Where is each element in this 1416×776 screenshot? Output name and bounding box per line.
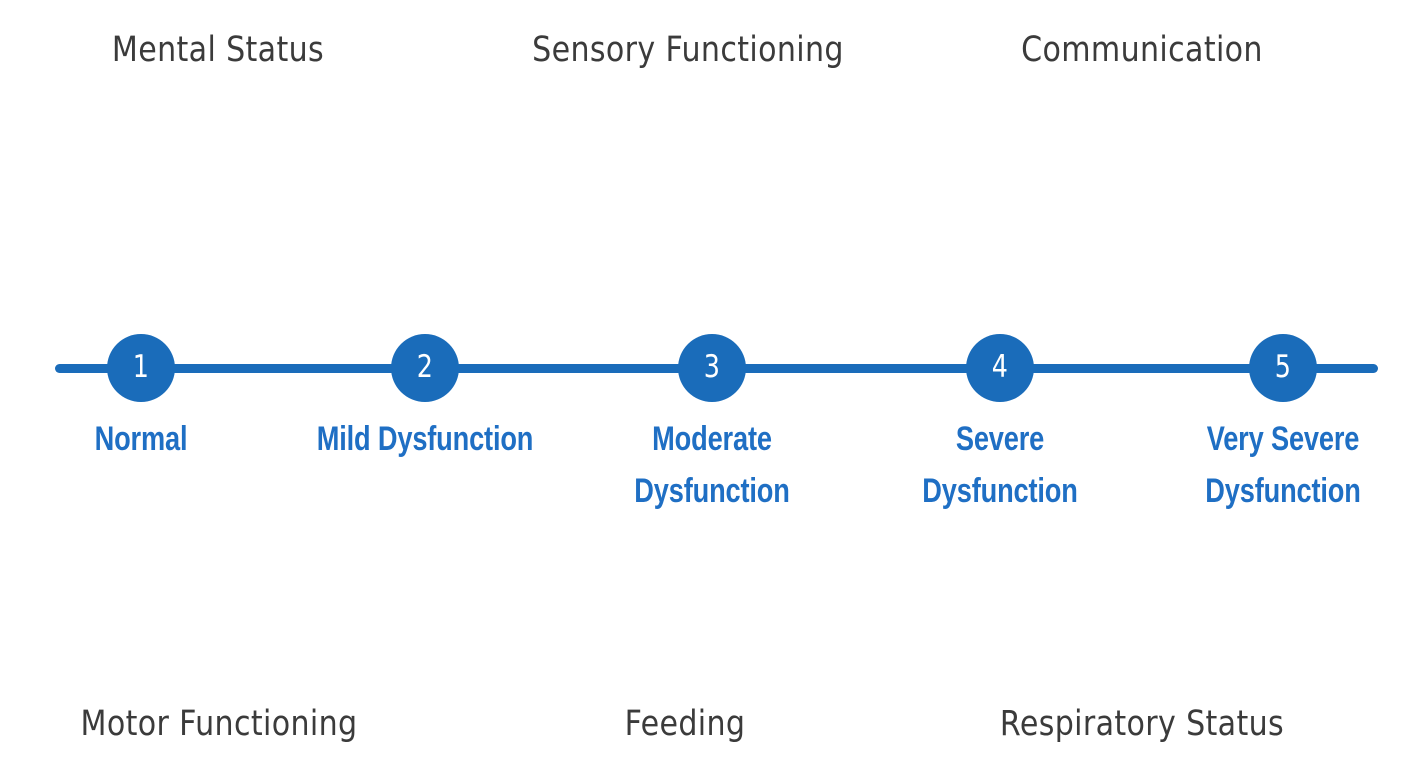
scale-node-1[interactable]: 1 <box>107 334 175 402</box>
scale-node-4-number: 4 <box>991 348 1009 385</box>
scale-node-4-label: Severe Dysfunction <box>922 420 1078 510</box>
scale-node-3-number: 3 <box>703 348 721 385</box>
scale-node-3[interactable]: 3 <box>678 334 746 402</box>
annotation-top-communication: Communication <box>1021 30 1263 70</box>
scale-node-1-number: 1 <box>132 348 150 385</box>
scale-node-5-number: 5 <box>1274 348 1292 385</box>
annotation-top-sensory-functioning: Sensory Functioning <box>532 30 844 70</box>
annotation-bottom-motor-functioning: Motor Functioning <box>80 704 358 744</box>
scale-node-2-number: 2 <box>416 348 434 385</box>
scale-node-5-label: Very Severe Dysfunction <box>1205 420 1361 510</box>
scale-node-1-label: Normal <box>94 420 188 458</box>
scale-node-3-label: Moderate Dysfunction <box>634 420 790 510</box>
annotation-bottom-feeding: Feeding <box>624 704 746 744</box>
scale-node-2-label: Mild Dysfunction <box>316 420 534 458</box>
annotation-top-mental-status: Mental Status <box>111 30 325 70</box>
annotation-bottom-respiratory-status: Respiratory Status <box>999 704 1285 744</box>
scale-node-4[interactable]: 4 <box>966 334 1034 402</box>
scale-node-5[interactable]: 5 <box>1249 334 1317 402</box>
scale-node-2[interactable]: 2 <box>391 334 459 402</box>
